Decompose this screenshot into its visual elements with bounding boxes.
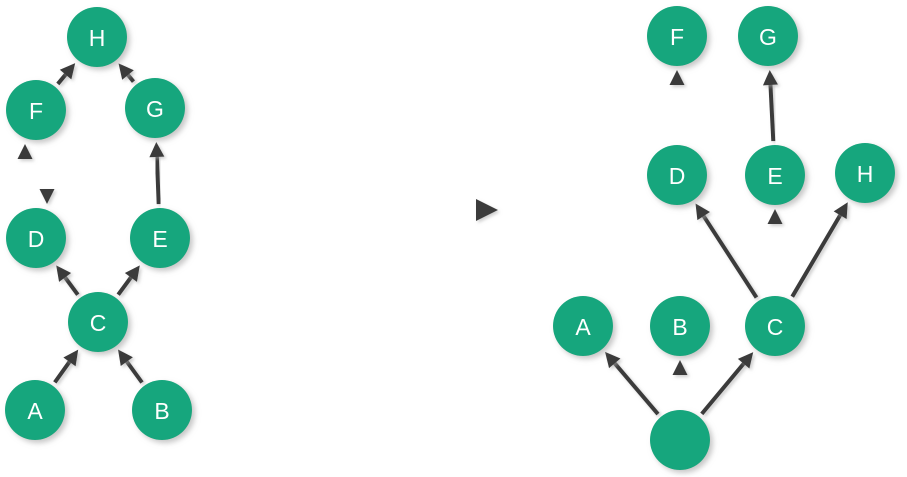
arrowhead-B-to-C bbox=[117, 349, 133, 367]
arrowhead-D-to-F bbox=[17, 144, 33, 159]
result-graph-node-d[interactable]: D bbox=[647, 145, 707, 205]
edge-C-to-E bbox=[116, 274, 134, 296]
edge-B-to-C bbox=[124, 358, 144, 384]
source-graph-edges bbox=[17, 63, 165, 384]
edge-C2-to-D2 bbox=[700, 213, 759, 299]
node-d-circle[interactable] bbox=[647, 145, 707, 205]
arrowhead-ROOT-to-A2 bbox=[605, 351, 621, 369]
source-graph-node-a[interactable]: A bbox=[5, 380, 65, 440]
edge-ROOT-to-C2 bbox=[700, 360, 747, 416]
result-graph-node-h[interactable]: H bbox=[835, 143, 895, 203]
transform-arrow-layer bbox=[322, 199, 498, 221]
result-graph-node-f[interactable]: F bbox=[647, 6, 707, 66]
arrowhead-F-to-D bbox=[39, 189, 55, 204]
source-graph-node-f[interactable]: F bbox=[6, 80, 66, 140]
arrowhead-D2-to-F2 bbox=[669, 70, 685, 85]
node-b-circle[interactable] bbox=[132, 380, 192, 440]
node-c-circle[interactable] bbox=[68, 292, 128, 352]
edge-E-to-G bbox=[154, 154, 161, 205]
arrowhead-F-to-H bbox=[59, 63, 76, 80]
node-h-circle[interactable] bbox=[67, 7, 127, 67]
result-graph-node-b[interactable]: B bbox=[650, 296, 710, 356]
source-graph-node-c[interactable]: C bbox=[68, 292, 128, 352]
result-graph-edges bbox=[605, 69, 848, 416]
node-g-circle[interactable] bbox=[738, 6, 798, 66]
node-a-circle[interactable] bbox=[553, 296, 613, 356]
node-f-circle[interactable] bbox=[6, 80, 66, 140]
arrowhead-E2-to-G2 bbox=[762, 69, 778, 86]
edge-ROOT-to-A2 bbox=[611, 360, 660, 416]
arrowhead-E-to-G bbox=[149, 141, 165, 158]
result-graph-node-g[interactable]: G bbox=[738, 6, 798, 66]
arrowhead-C2-to-D2 bbox=[695, 203, 710, 221]
node-e-circle[interactable] bbox=[130, 208, 190, 268]
arrowhead-C-to-D bbox=[56, 265, 72, 282]
result-graph-node-e[interactable]: E bbox=[745, 145, 805, 205]
arrowhead-ROOT-to-B2 bbox=[672, 360, 688, 375]
transformation-arrowhead bbox=[476, 199, 498, 221]
result-graph-node-unlabeled-root[interactable] bbox=[650, 410, 710, 470]
node-a-circle[interactable] bbox=[5, 380, 65, 440]
arrowhead-C2-to-H2 bbox=[833, 202, 848, 220]
source-graph-node-b[interactable]: B bbox=[132, 380, 192, 440]
source-graph-node-h[interactable]: H bbox=[67, 7, 127, 67]
node-g-circle[interactable] bbox=[125, 78, 185, 138]
node-unlabeled-root-circle[interactable] bbox=[650, 410, 710, 470]
result-graph-node-c[interactable]: C bbox=[745, 296, 805, 356]
edge-E2-to-G2 bbox=[768, 82, 776, 142]
node-b-circle[interactable] bbox=[650, 296, 710, 356]
node-h-circle[interactable] bbox=[835, 143, 895, 203]
node-f-circle[interactable] bbox=[647, 6, 707, 66]
edge-F-to-H bbox=[56, 71, 69, 86]
node-c-circle[interactable] bbox=[745, 296, 805, 356]
arrowhead-G-to-H bbox=[118, 63, 134, 80]
edges-layer bbox=[17, 63, 848, 416]
arrowhead-C2-to-E2 bbox=[767, 209, 783, 224]
source-graph-node-e[interactable]: E bbox=[130, 208, 190, 268]
node-e-circle[interactable] bbox=[745, 145, 805, 205]
arrowhead-A-to-C bbox=[63, 349, 79, 367]
edge-A-to-C bbox=[53, 359, 73, 384]
edge-C2-to-H2 bbox=[790, 212, 843, 298]
arrowhead-ROOT-to-C2 bbox=[737, 352, 754, 369]
source-graph-node-g[interactable]: G bbox=[125, 78, 185, 138]
edge-C-to-D bbox=[62, 274, 80, 296]
node-d-circle[interactable] bbox=[6, 208, 66, 268]
result-graph-node-a[interactable]: A bbox=[553, 296, 613, 356]
arrowhead-C-to-E bbox=[124, 265, 140, 282]
source-graph-node-d[interactable]: D bbox=[6, 208, 66, 268]
